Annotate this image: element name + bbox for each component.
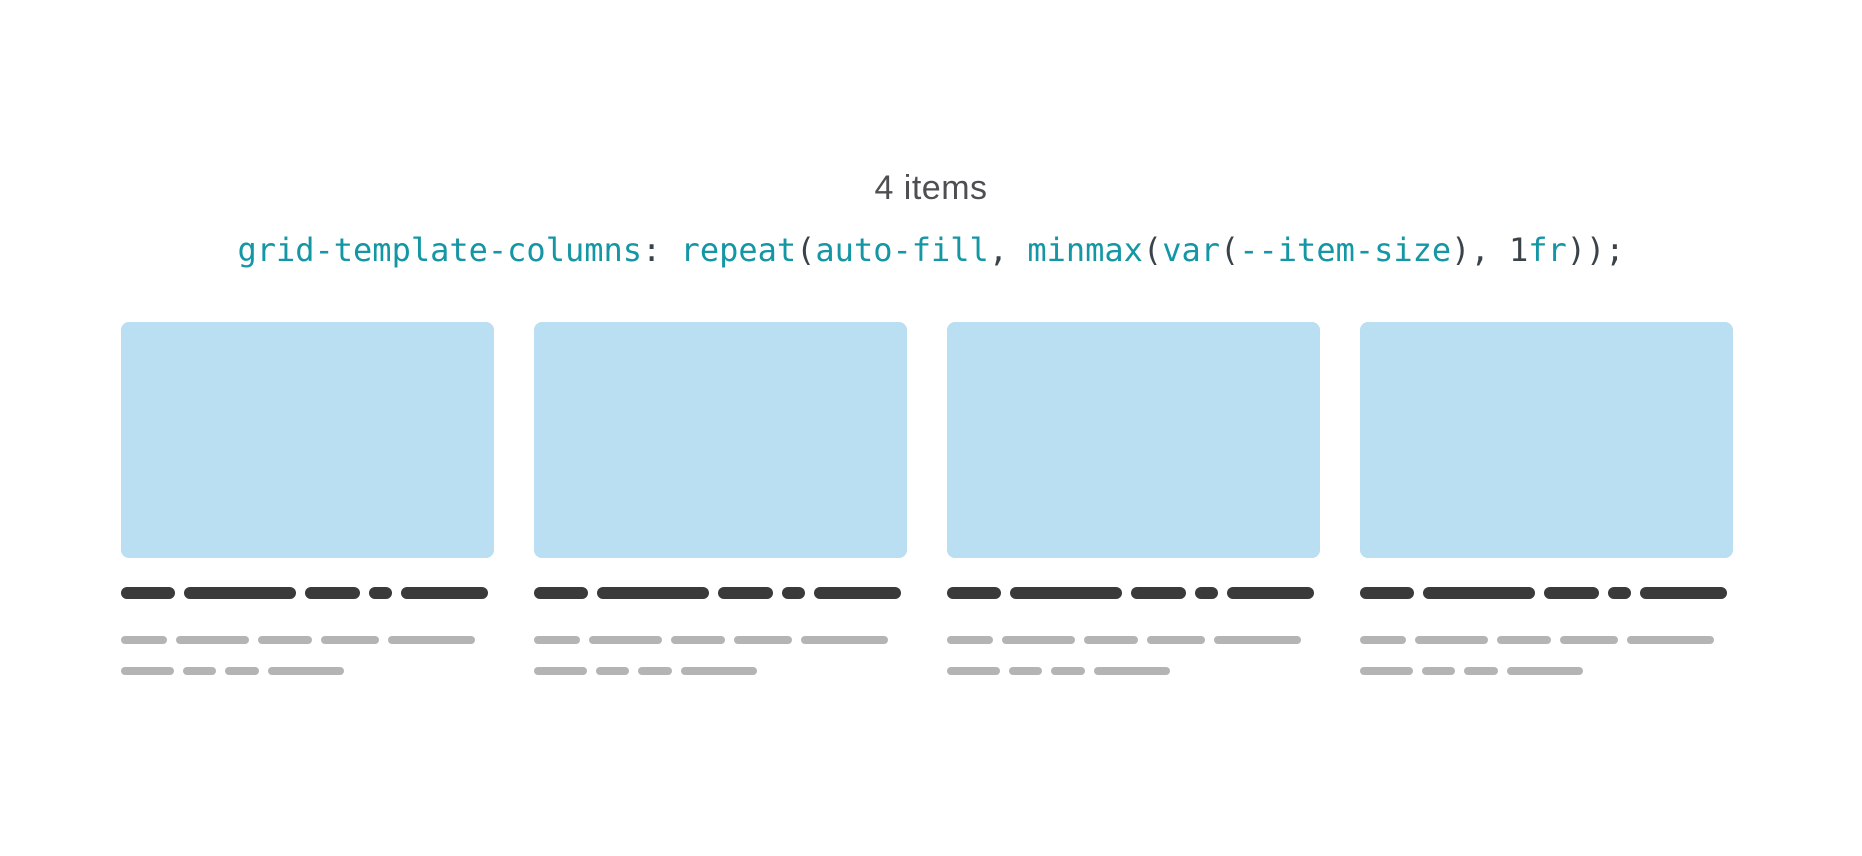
skeleton-segment (121, 587, 175, 599)
skeleton-segment (1497, 636, 1551, 644)
skeleton-segment (1002, 636, 1075, 644)
skeleton-segment (183, 667, 216, 675)
skeleton-segment (1214, 636, 1301, 644)
skeleton-segment (534, 667, 587, 675)
card-text-skeleton-line-1 (121, 636, 494, 644)
card-image-placeholder (947, 322, 1320, 558)
card-grid (121, 322, 1733, 675)
skeleton-segment (401, 587, 488, 599)
code-token-function: var (1162, 231, 1220, 269)
card-title-skeleton (947, 587, 1320, 599)
skeleton-segment (814, 587, 901, 599)
skeleton-segment (121, 636, 167, 644)
card (534, 322, 907, 675)
skeleton-segment (1560, 636, 1618, 644)
card-text-skeleton-line-2 (534, 667, 907, 675)
code-token-punctuation: : (642, 231, 681, 269)
skeleton-segment (1094, 667, 1170, 675)
skeleton-segment (718, 587, 773, 599)
css-code-line: grid-template-columns: repeat(auto-fill,… (0, 230, 1862, 270)
skeleton-segment (121, 667, 174, 675)
card-text-skeleton-line-1 (947, 636, 1320, 644)
skeleton-segment (1084, 636, 1138, 644)
skeleton-segment (1360, 667, 1413, 675)
code-token-punctuation: ), (1451, 231, 1509, 269)
skeleton-segment (225, 667, 259, 675)
skeleton-segment (258, 636, 312, 644)
card-title-skeleton (1360, 587, 1733, 599)
skeleton-segment (782, 587, 805, 599)
skeleton-segment (734, 636, 792, 644)
skeleton-segment (1227, 587, 1314, 599)
code-token-custom-property: --item-size (1239, 231, 1452, 269)
card-text-skeleton-line-1 (1360, 636, 1733, 644)
skeleton-segment (1415, 636, 1488, 644)
code-token-unit: fr (1528, 231, 1567, 269)
code-token-punctuation: )); (1566, 231, 1625, 269)
card (121, 322, 494, 675)
card (1360, 322, 1733, 675)
skeleton-segment (184, 587, 296, 599)
card-text-skeleton-line-2 (947, 667, 1320, 675)
card-image-placeholder (1360, 322, 1733, 558)
code-token-function: minmax (1027, 231, 1143, 269)
skeleton-segment (947, 636, 993, 644)
skeleton-segment (1360, 587, 1414, 599)
card (947, 322, 1320, 675)
code-token-number: 1 (1508, 231, 1529, 269)
skeleton-segment (597, 587, 709, 599)
code-token-punctuation: , (988, 231, 1028, 269)
code-token-punctuation: ( (796, 231, 816, 269)
skeleton-segment (1423, 587, 1535, 599)
skeleton-segment (1422, 667, 1455, 675)
skeleton-segment (681, 667, 757, 675)
skeleton-segment (1464, 667, 1498, 675)
skeleton-segment (1544, 587, 1599, 599)
skeleton-segment (638, 667, 672, 675)
card-image-placeholder (121, 322, 494, 558)
skeleton-segment (801, 636, 888, 644)
skeleton-segment (1147, 636, 1205, 644)
skeleton-segment (369, 587, 392, 599)
auto-fill-grid-demo: 4 items grid-template-columns: repeat(au… (0, 169, 1862, 675)
skeleton-segment (1640, 587, 1727, 599)
skeleton-segment (1195, 587, 1218, 599)
code-token-property: grid-template-columns (237, 231, 643, 269)
skeleton-segment (268, 667, 344, 675)
card-image-placeholder (534, 322, 907, 558)
skeleton-segment (947, 667, 1000, 675)
skeleton-segment (1051, 667, 1085, 675)
skeleton-segment (1131, 587, 1186, 599)
skeleton-segment (947, 587, 1001, 599)
skeleton-segment (1360, 636, 1406, 644)
skeleton-segment (671, 636, 725, 644)
skeleton-segment (1010, 587, 1122, 599)
code-token-punctuation: ( (1219, 231, 1240, 269)
skeleton-segment (589, 636, 662, 644)
code-token-function: repeat (680, 231, 797, 269)
items-count-heading: 4 items (874, 169, 988, 207)
skeleton-segment (176, 636, 249, 644)
skeleton-segment (534, 636, 580, 644)
skeleton-segment (388, 636, 475, 644)
card-text-skeleton-line-2 (1360, 667, 1733, 675)
skeleton-segment (1608, 587, 1631, 599)
code-token-punctuation: ( (1142, 231, 1163, 269)
skeleton-segment (321, 636, 379, 644)
skeleton-segment (534, 587, 588, 599)
skeleton-segment (305, 587, 360, 599)
card-text-skeleton-line-2 (121, 667, 494, 675)
card-title-skeleton (534, 587, 907, 599)
code-token-keyword: auto-fill (815, 231, 989, 269)
skeleton-segment (1009, 667, 1042, 675)
card-text-skeleton-line-1 (534, 636, 907, 644)
skeleton-segment (1627, 636, 1714, 644)
card-title-skeleton (121, 587, 494, 599)
skeleton-segment (596, 667, 629, 675)
skeleton-segment (1507, 667, 1583, 675)
